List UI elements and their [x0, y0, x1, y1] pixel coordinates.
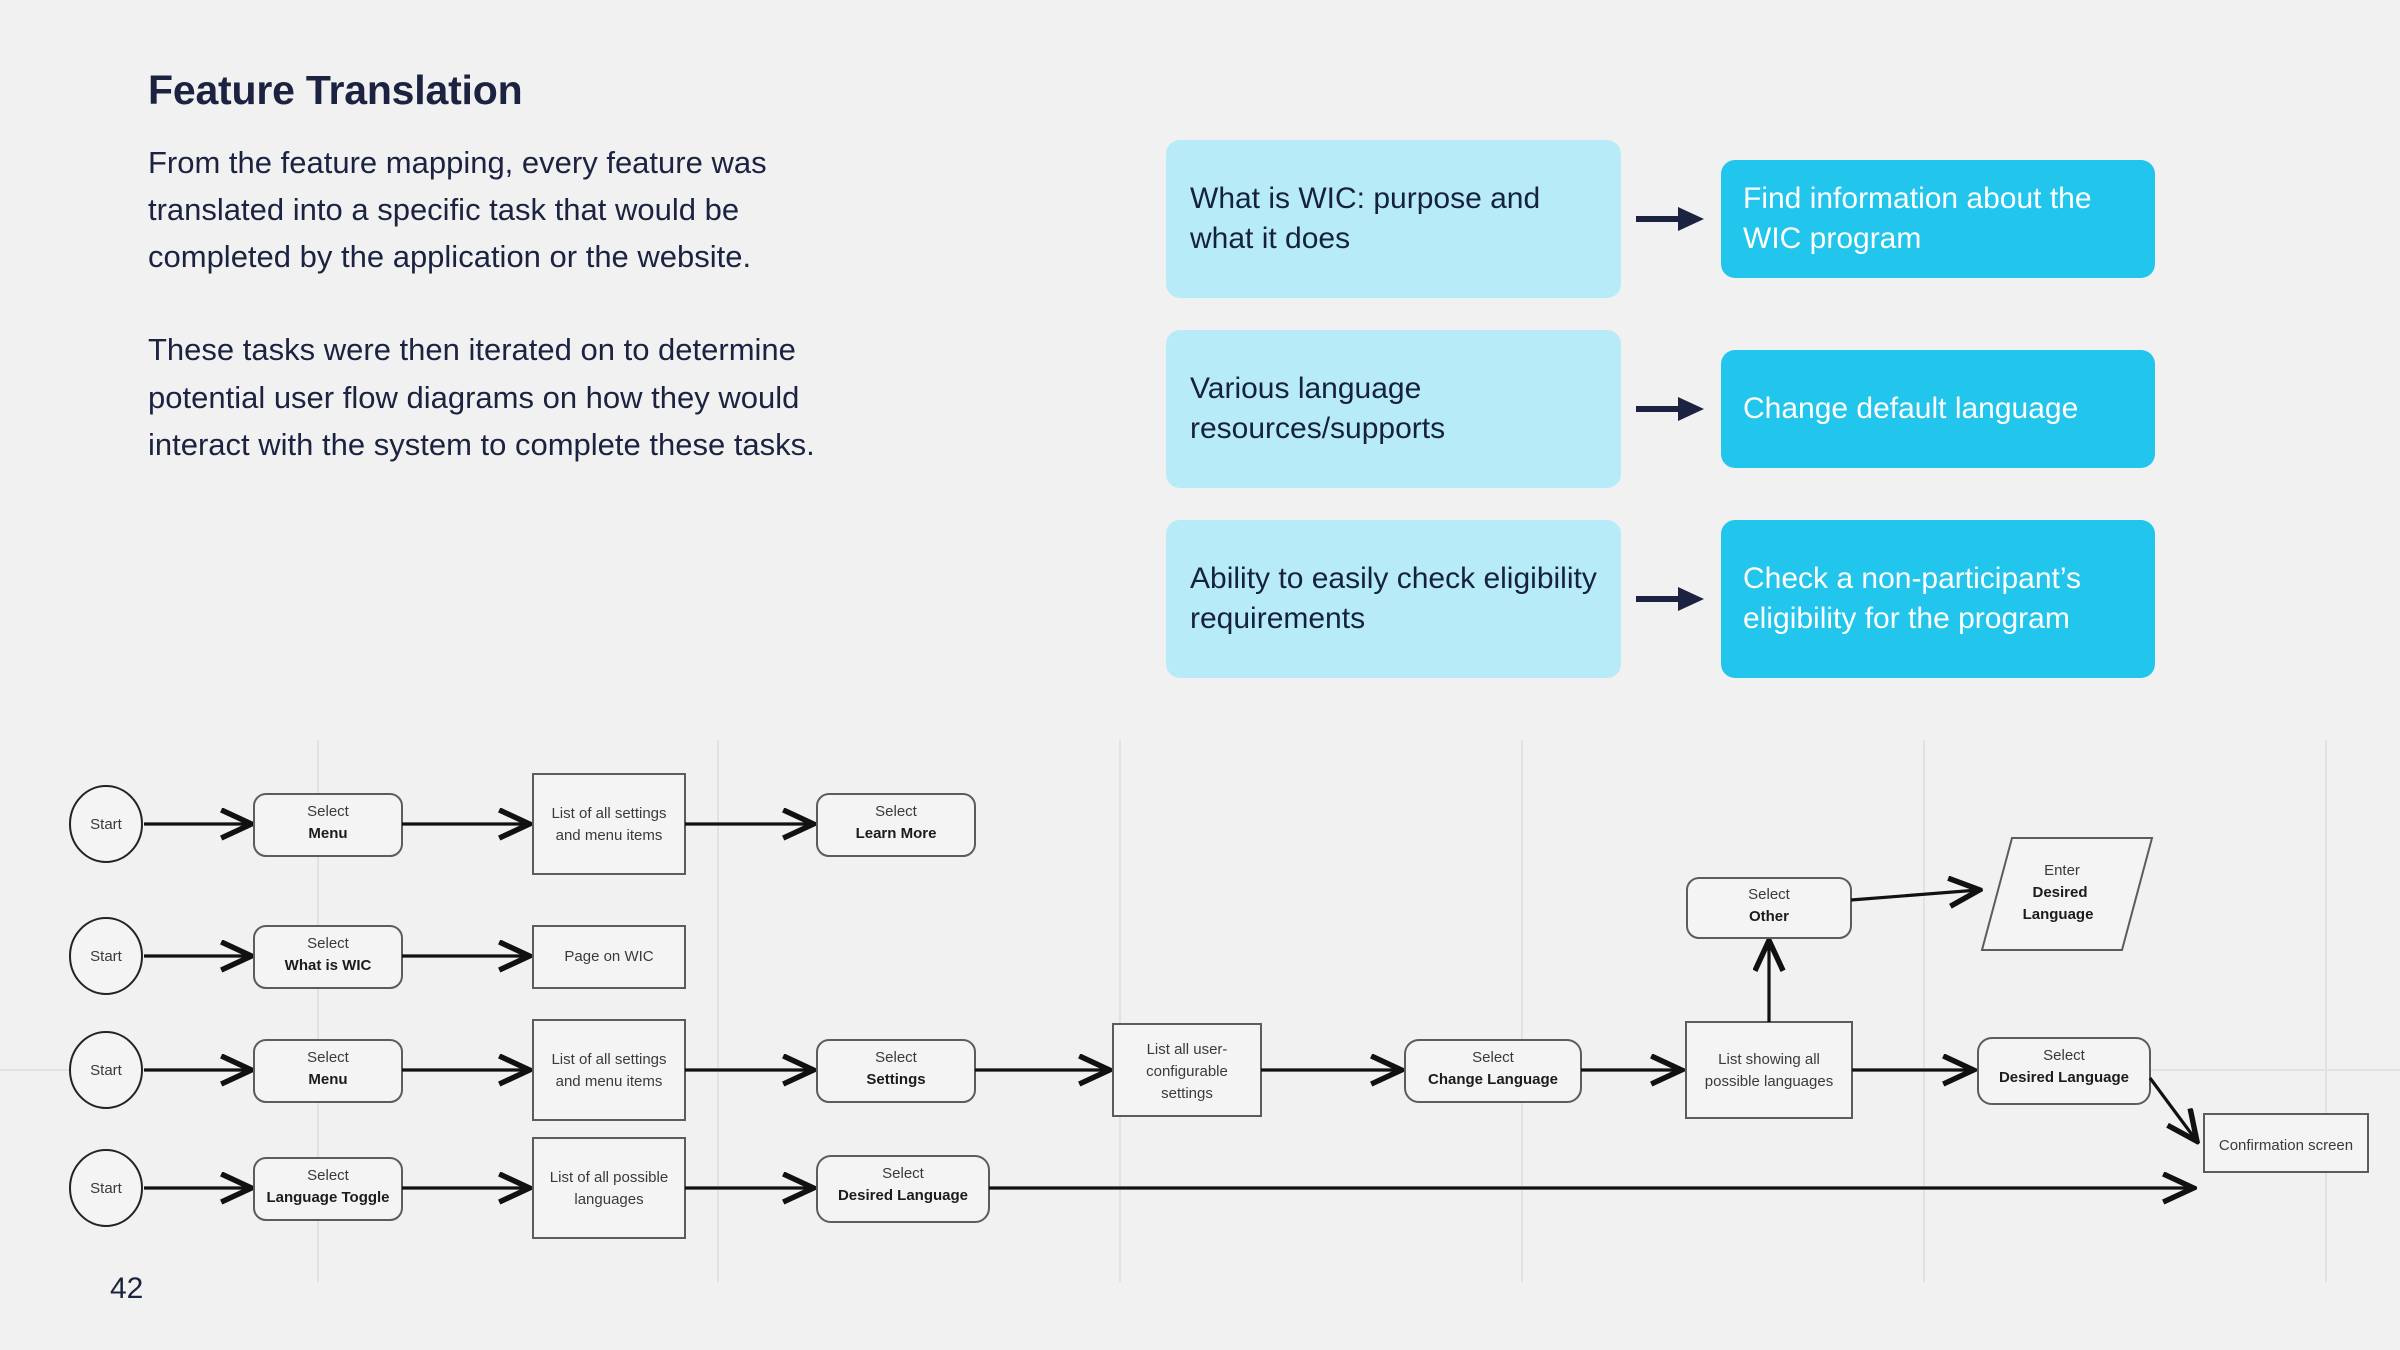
feature-card: What is WIC: purpose and what it does: [1166, 140, 1621, 298]
flow-node-label: possible languages: [1705, 1073, 1833, 1090]
flow-node-label: What is WIC: [285, 957, 372, 974]
intro-paragraph-2: These tasks were then iterated on to det…: [148, 332, 815, 462]
flow-node-label: Other: [1749, 908, 1789, 925]
flow-node-settings-list: [532, 773, 686, 875]
flow-node-select-menu: [253, 1039, 403, 1103]
flow-node-label: Menu: [308, 1071, 347, 1088]
translation-pair-row: Ability to easily check eligibility requ…: [1166, 520, 2155, 678]
arrow-right-icon: [1621, 201, 1721, 237]
flow-node-label: Start: [90, 1180, 123, 1197]
flow-node-start: [69, 1031, 143, 1109]
flow-node-label: Select: [875, 803, 918, 820]
flow-node-label: Desired Language: [838, 1187, 968, 1204]
feature-card-label: Ability to easily check eligibility requ…: [1190, 562, 1597, 635]
flow-node-settings-list: [532, 1019, 686, 1121]
guide-lines: [0, 740, 2400, 1282]
flow-node-select-language-toggle: [253, 1157, 403, 1221]
flow-node-start: [69, 917, 143, 995]
task-card: Check a non-participant’s eligibility fo…: [1721, 520, 2155, 678]
task-card-label: Check a non-participant’s eligibility fo…: [1743, 562, 2081, 635]
flow-row-language-toggle: Start Select Language Toggle List of all…: [69, 1137, 2192, 1239]
task-card-label: Find information about the WIC program: [1743, 182, 2092, 255]
flow-connector-confirmation: [2148, 1077, 2196, 1140]
intro-text-column: Feature Translation From the feature map…: [148, 67, 868, 514]
flow-node-label: Confirmation screen: [2219, 1137, 2353, 1154]
flow-node-label: Select: [882, 1165, 925, 1182]
flow-node-label: Start: [90, 1062, 123, 1079]
flow-node-label: and menu items: [556, 827, 663, 844]
flow-node-start: [69, 1149, 143, 1227]
flow-node-label: Change Language: [1428, 1071, 1558, 1088]
flow-node-label: Select: [307, 935, 350, 952]
flow-row-what-is-wic: Start Select What is WIC Page on WIC: [69, 917, 686, 995]
flow-node-label: Page on WIC: [564, 948, 653, 965]
flow-row-change-language: Start Select Menu List of all settings a…: [69, 837, 2369, 1173]
flow-node-select-settings: [816, 1039, 976, 1103]
feature-card: Ability to easily check eligibility requ…: [1166, 520, 1621, 678]
flow-node-user-configurable-settings: [1112, 1023, 1262, 1117]
flow-node-select-desired-language: [1977, 1037, 2151, 1105]
arrow-right-icon: [1621, 391, 1721, 427]
flow-node-label: List of all possible: [550, 1169, 668, 1186]
flow-node-confirmation-screen: [2203, 1113, 2369, 1173]
task-card: Change default language: [1721, 350, 2155, 468]
flow-node-label: and menu items: [556, 1073, 663, 1090]
flow-node-label: Settings: [866, 1071, 925, 1088]
flow-node-label: Select: [1472, 1049, 1515, 1066]
flow-node-page-on-wic: [532, 925, 686, 989]
flow-node-select-menu: [253, 793, 403, 857]
flow-node-select-other: [1686, 877, 1852, 939]
flow-node-label: Enter: [2044, 862, 2080, 879]
flow-node-label: Select: [875, 1049, 918, 1066]
translation-pair-row: What is WIC: purpose and what it does Fi…: [1166, 140, 2155, 298]
flow-node-label: List all user-: [1147, 1041, 1228, 1058]
flow-node-label: Language: [2023, 906, 2094, 923]
flow-node-label: Select: [307, 1049, 350, 1066]
feature-translation-grid: What is WIC: purpose and what it does Fi…: [1166, 140, 2155, 710]
flow-node-label: Select: [307, 1167, 350, 1184]
feature-card-label: Various language resources/supports: [1190, 372, 1446, 445]
flow-node-label: Select: [307, 803, 350, 820]
flow-node-label: Select: [1748, 886, 1791, 903]
flow-connector-enter-language: [1850, 890, 1978, 900]
flow-node-label: languages: [574, 1191, 643, 1208]
flow-node-label: Menu: [308, 825, 347, 842]
flow-node-label: Select: [2043, 1047, 2086, 1064]
flow-node-label: Desired: [2032, 884, 2087, 901]
flow-node-possible-languages-list: [1685, 1021, 1853, 1119]
flow-node-possible-languages-list: [532, 1137, 686, 1239]
flow-node-start: [69, 785, 143, 863]
feature-card: Various language resources/supports: [1166, 330, 1621, 488]
flow-node-label: settings: [1161, 1085, 1213, 1102]
arrow-right-icon: [1621, 581, 1721, 617]
page-number: 42: [110, 1272, 144, 1305]
flow-node-label: Start: [90, 948, 123, 965]
translation-pair-row: Various language resources/supports Chan…: [1166, 330, 2155, 488]
flow-node-enter-desired-language: [1980, 837, 2154, 951]
flow-node-label: Desired Language: [1999, 1069, 2129, 1086]
intro-paragraph-1: From the feature mapping, every feature …: [148, 145, 767, 275]
flow-node-label: List showing all: [1718, 1051, 1820, 1068]
flow-node-select-what-is-wic: [253, 925, 403, 989]
flow-node-label: List of all settings: [551, 1051, 666, 1068]
flow-row-learn-more: Start Select Menu List of all settings a…: [69, 773, 976, 875]
flow-node-select-change-language: [1404, 1039, 1582, 1103]
flow-node-label: Learn More: [856, 825, 937, 842]
flow-node-label: Start: [90, 816, 123, 833]
flow-node-select-learn-more: [816, 793, 976, 857]
task-card: Find information about the WIC program: [1721, 160, 2155, 278]
flow-node-label: List of all settings: [551, 805, 666, 822]
feature-card-label: What is WIC: purpose and what it does: [1190, 182, 1541, 255]
flow-node-select-desired-language: [816, 1155, 990, 1223]
page-title: Feature Translation: [148, 67, 523, 113]
flow-node-label: Language Toggle: [266, 1189, 389, 1206]
task-card-label: Change default language: [1743, 392, 2079, 426]
flow-node-label: configurable: [1146, 1063, 1228, 1080]
